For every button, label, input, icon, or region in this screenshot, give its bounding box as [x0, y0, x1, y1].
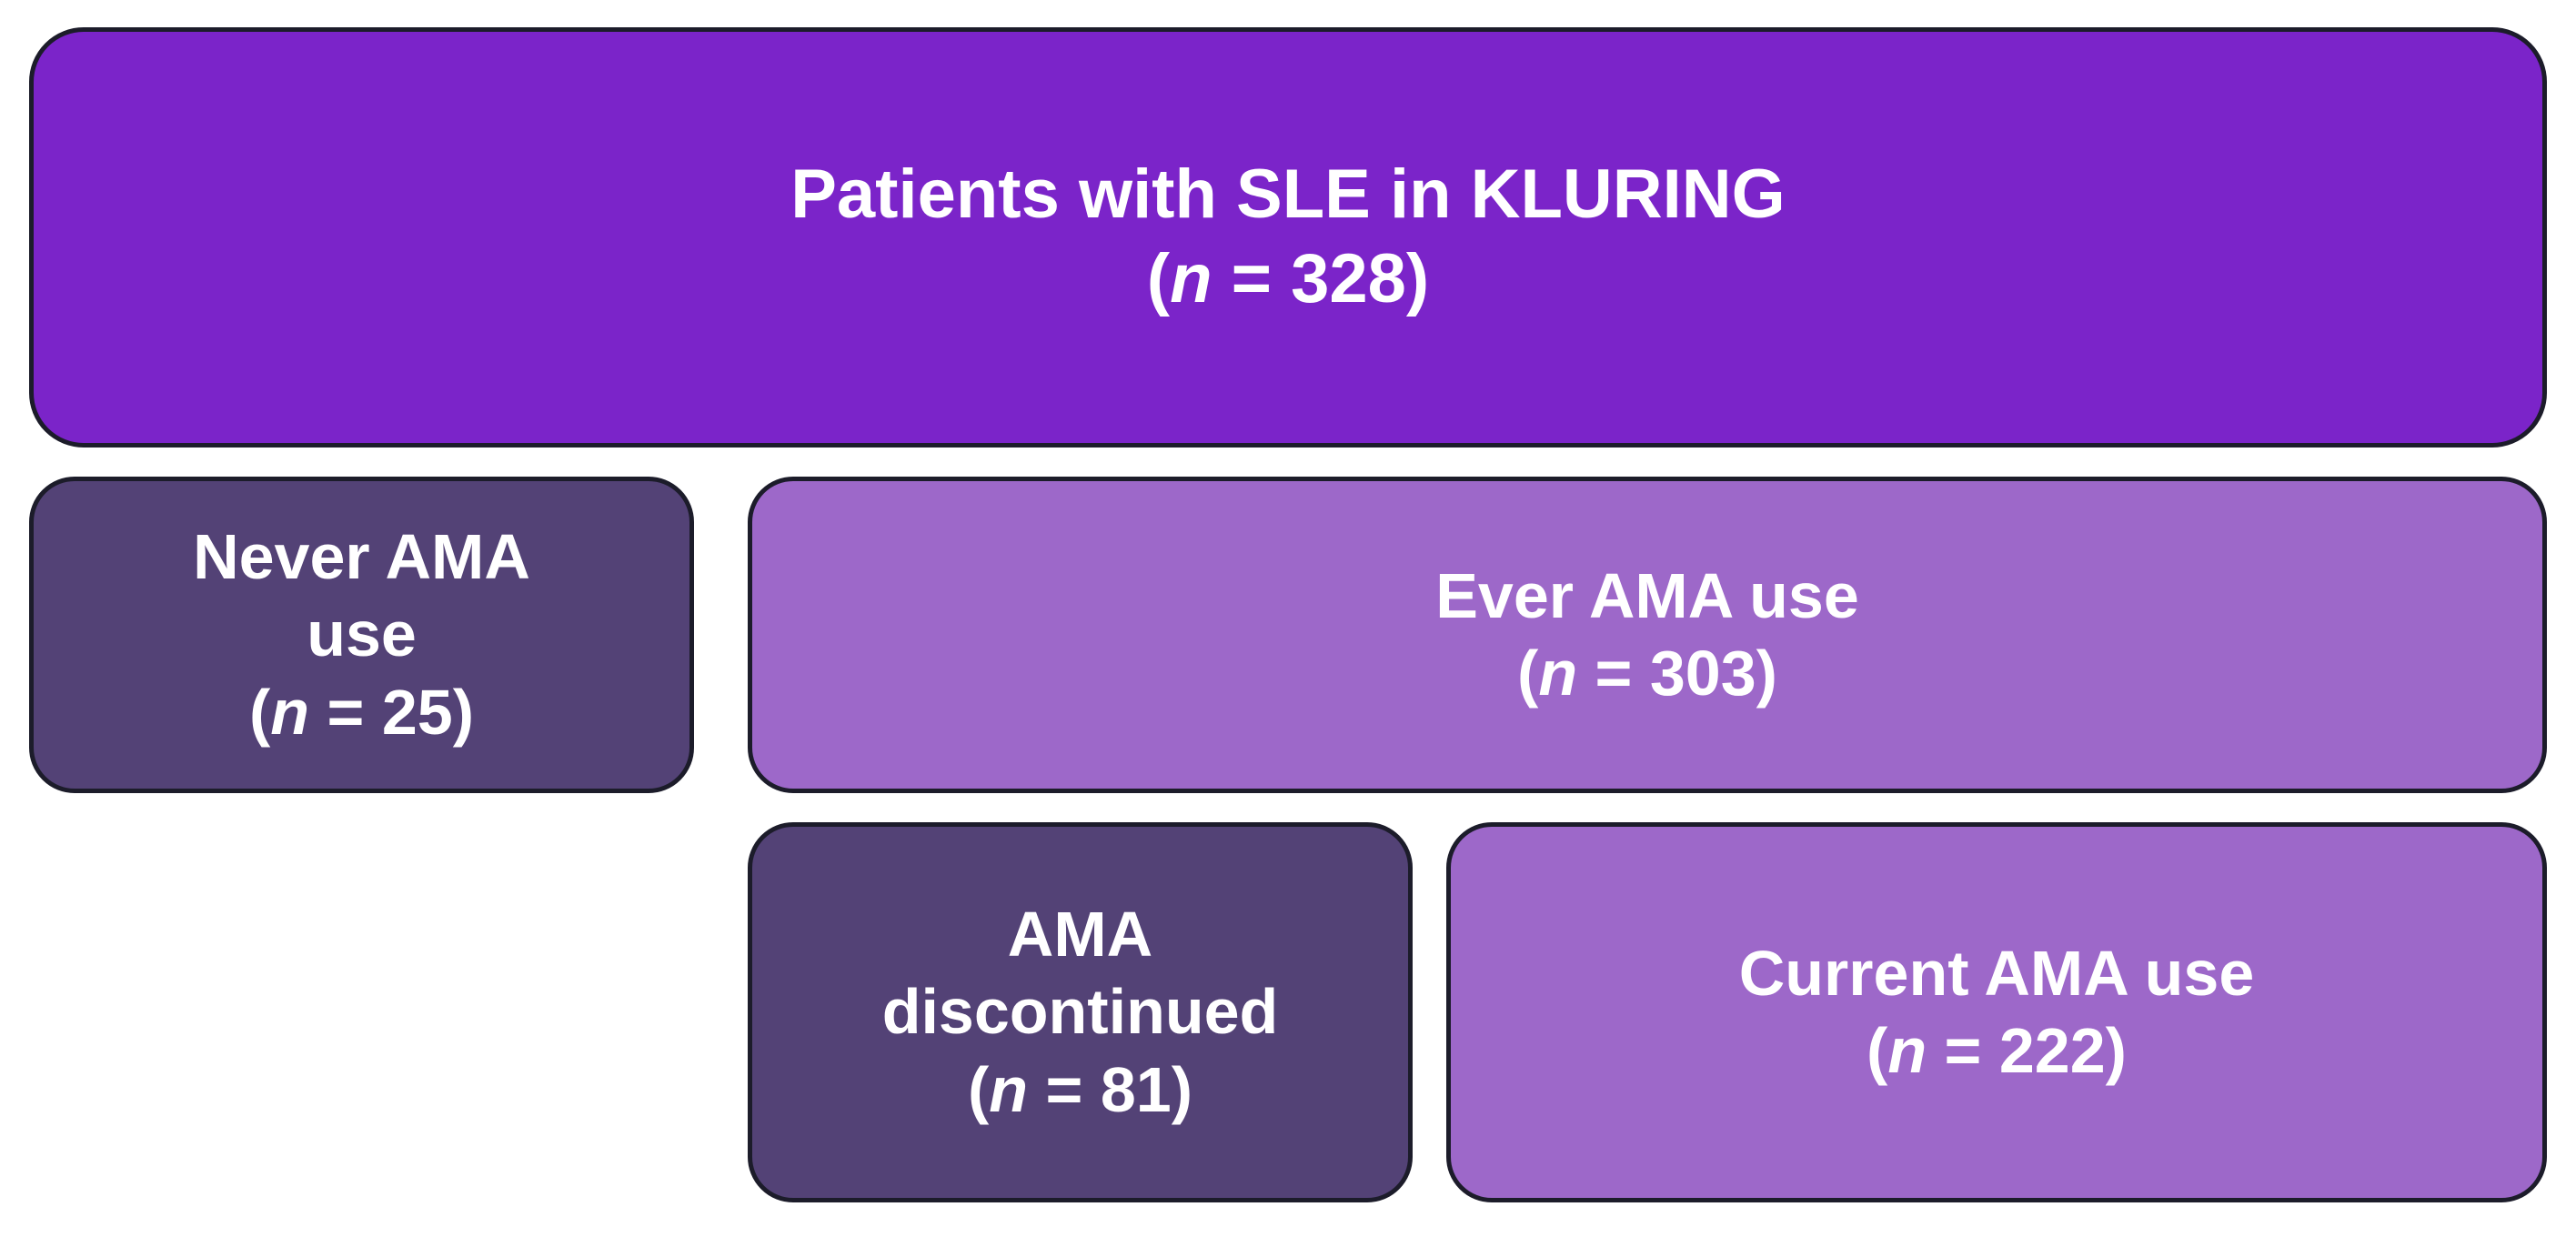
node-never-ama-use: Never AMA use (n = 25)	[29, 477, 694, 793]
node-current-ama-use: Current AMA use (n = 222)	[1446, 822, 2547, 1202]
node-count: (n = 81)	[967, 1053, 1193, 1125]
node-label: Patients with SLE in KLURING	[790, 156, 1786, 234]
node-count: (n = 25)	[248, 676, 475, 748]
node-count: (n = 222)	[1867, 1015, 2127, 1086]
node-label-line-2: use	[307, 598, 417, 670]
node-all-sle-patients: Patients with SLE in KLURING (n = 328)	[29, 27, 2547, 448]
node-label: Ever AMA use	[1435, 559, 1859, 631]
node-ama-discontinued: AMA discontinued (n = 81)	[748, 822, 1413, 1202]
node-label-line-2: discontinued	[881, 976, 1279, 1048]
node-count: (n = 303)	[1517, 638, 1777, 709]
node-label-line-1: Never AMA	[193, 520, 530, 592]
node-label-line-1: AMA	[1007, 898, 1153, 970]
node-ever-ama-use: Ever AMA use (n = 303)	[748, 477, 2547, 793]
node-count: (n = 328)	[1146, 240, 1430, 317]
node-label: Current AMA use	[1738, 937, 2255, 1009]
